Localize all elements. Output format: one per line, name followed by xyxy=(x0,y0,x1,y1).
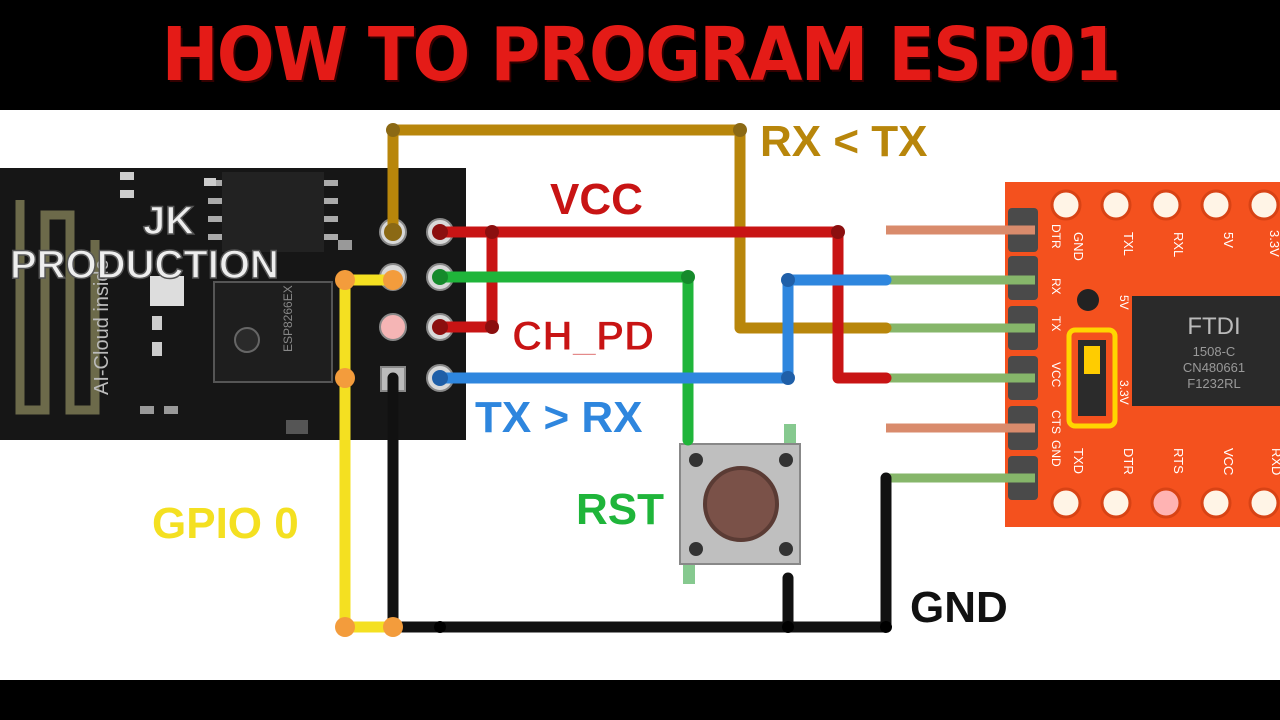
label-gpio0: GPIO 0 xyxy=(152,499,299,548)
ftdi-top-pin-label: TXL xyxy=(1121,232,1136,256)
espressif-logo xyxy=(234,327,260,353)
wire-vcc xyxy=(434,226,892,384)
ftdi-header-wires xyxy=(886,225,1035,483)
ftdi-chip-line: CN480661 xyxy=(1183,360,1245,375)
label-ch-pd: CH_PD xyxy=(512,312,654,359)
flash-chip xyxy=(222,172,324,252)
wires xyxy=(339,124,892,633)
ftdi-side-pin-label: CTS xyxy=(1049,410,1063,434)
ftdi-chip-line: F1232RL xyxy=(1187,376,1240,391)
label-vcc: VCC xyxy=(550,175,643,224)
label-rx-tx: RX < TX xyxy=(760,117,928,166)
ftdi-brand: FTDI xyxy=(1187,313,1240,340)
ftdi-bottom-pin-label: RXD xyxy=(1269,448,1280,475)
watermark-line2: PRODUCTION xyxy=(10,243,279,287)
ftdi-side-pin-label: DTR xyxy=(1049,224,1063,249)
title-bar: HOW TO PROGRAM ESP01 xyxy=(0,0,1280,110)
jumper-5v-label: 5V xyxy=(1117,295,1131,310)
ftdi-bottom-pin-label: DTR xyxy=(1121,448,1136,475)
ftdi-led xyxy=(1077,289,1099,311)
ftdi-top-pin-label: 5V xyxy=(1221,232,1236,248)
page-title: HOW TO PROGRAM ESP01 xyxy=(161,12,1121,98)
ftdi-bottom-pin-label: TXD xyxy=(1071,448,1086,474)
label-rst: RST xyxy=(576,485,664,534)
ftdi-module: GND TXL RXL 5V 3.3V TXD DTR RTS VCC RXD … xyxy=(1005,182,1280,527)
esp-pin-gpio0 xyxy=(379,313,407,341)
reset-button xyxy=(679,424,801,584)
ftdi-top-pin-label: RXL xyxy=(1171,232,1186,257)
wire-gnd xyxy=(387,372,892,633)
ftdi-side-pin-label: TX xyxy=(1049,316,1063,331)
jumper-highlight xyxy=(1066,327,1118,429)
wire-tx-rx xyxy=(434,274,892,384)
ftdi-chip xyxy=(1132,296,1280,406)
ftdi-top-pin-label: 3.3V xyxy=(1267,230,1280,257)
wire-gpio0 xyxy=(339,274,399,633)
label-gnd: GND xyxy=(910,583,1008,632)
label-tx-rx: TX > RX xyxy=(475,393,643,442)
watermark: JK PRODUCTION xyxy=(9,198,279,288)
ftdi-side-pin-label: VCC xyxy=(1049,362,1063,388)
esp-vertical-text: AI-Cloud inside xyxy=(91,259,113,395)
ftdi-side-pin-label: RX xyxy=(1049,278,1063,295)
esp8266-chip xyxy=(213,281,333,383)
ftdi-bottom-pin-label: RTS xyxy=(1171,448,1186,474)
bottom-bar xyxy=(0,680,1280,720)
ftdi-top-pin-label: GND xyxy=(1071,232,1086,261)
esp-chip-text: ESP8266EX xyxy=(281,285,295,352)
watermark-line1: JK xyxy=(143,199,194,243)
ftdi-chip-line: 1508-C xyxy=(1193,344,1236,359)
jumper-33v-label: 3.3V xyxy=(1117,380,1131,405)
wire-joints xyxy=(335,123,892,637)
ftdi-bottom-pin-label: VCC xyxy=(1221,448,1236,475)
pcb-antenna-trace xyxy=(15,200,100,415)
crystal xyxy=(150,276,184,306)
ftdi-side-pin-label: GND xyxy=(1049,440,1063,467)
